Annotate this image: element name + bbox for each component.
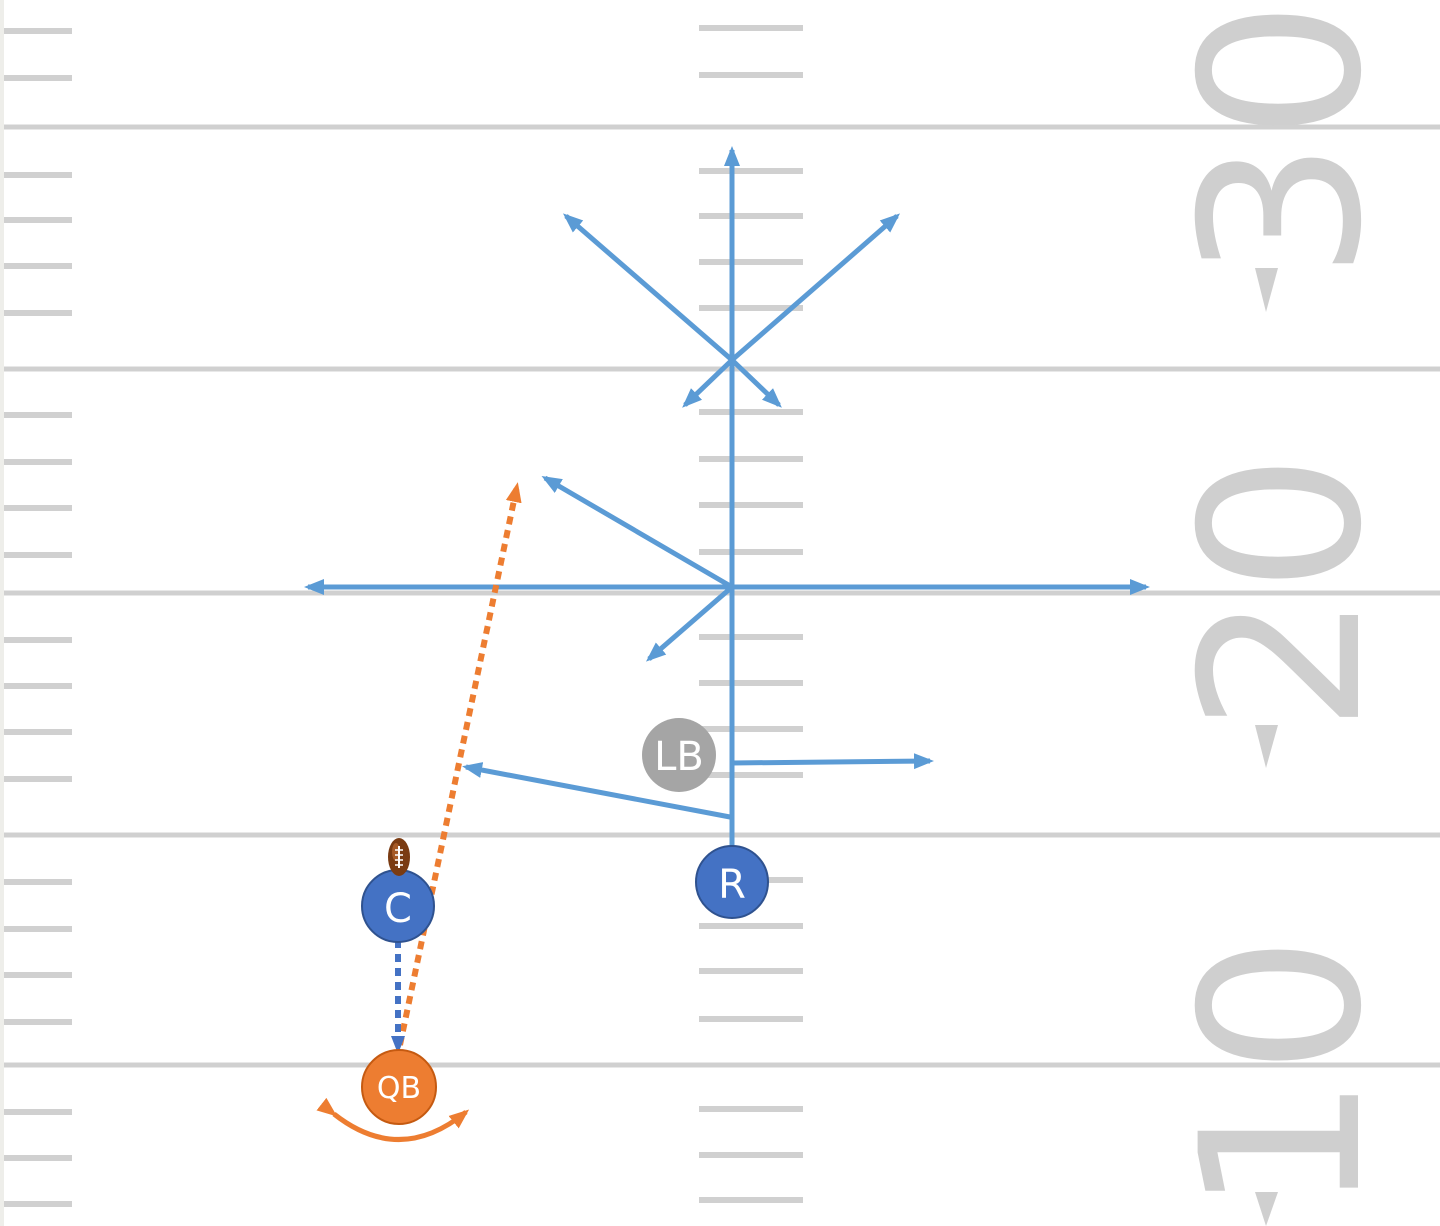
direction-arrow-icon bbox=[1255, 725, 1278, 768]
flat-route bbox=[731, 753, 934, 770]
curl-route-right bbox=[730, 358, 782, 408]
receiver-route-tree bbox=[304, 146, 1150, 848]
football-icon bbox=[388, 838, 410, 876]
linebacker-label: LB bbox=[654, 734, 704, 780]
corner-route bbox=[541, 475, 734, 590]
curl-route-left bbox=[682, 358, 734, 408]
center-hash-marks bbox=[699, 25, 803, 1203]
center-player[interactable]: C bbox=[361, 869, 435, 943]
comeback-route bbox=[645, 585, 734, 662]
quarterback-label: QB bbox=[377, 1071, 421, 1106]
center-label: C bbox=[384, 886, 412, 932]
yard-number-30: 30 bbox=[1154, 0, 1410, 312]
yard-number-10: 10 bbox=[1154, 935, 1410, 1226]
receiver-player[interactable]: R bbox=[695, 845, 769, 919]
yard-number-text: 10 bbox=[1154, 935, 1410, 1215]
yard-number-text: 20 bbox=[1154, 453, 1410, 733]
linebacker-player[interactable]: LB bbox=[642, 718, 716, 792]
post-route-left bbox=[562, 213, 734, 362]
qb-rollout-arc bbox=[316, 1097, 470, 1142]
slant-route bbox=[462, 762, 731, 820]
receiver-label: R bbox=[718, 862, 746, 908]
left-hash-marks bbox=[4, 28, 72, 1207]
yard-number-20: 20 bbox=[1154, 453, 1410, 768]
direction-arrow-icon bbox=[1255, 268, 1278, 312]
direction-arrow-icon bbox=[1255, 1192, 1278, 1226]
post-route-right bbox=[730, 213, 901, 362]
pass-trajectory bbox=[397, 482, 522, 1046]
quarterback-player[interactable]: QB bbox=[361, 1049, 437, 1125]
yard-number-text: 30 bbox=[1154, 0, 1410, 280]
sideline bbox=[0, 0, 4, 1226]
